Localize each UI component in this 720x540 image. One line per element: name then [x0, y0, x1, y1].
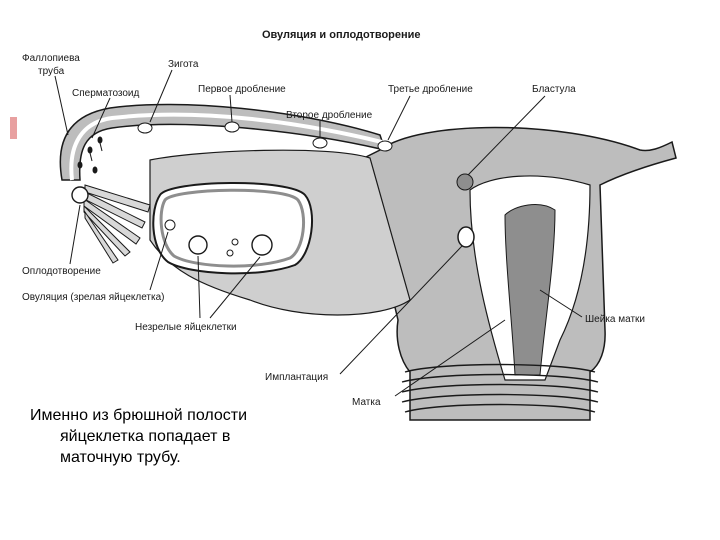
label-fallopian-tube-2: труба	[38, 65, 65, 77]
label-fallopian-tube-1: Фаллопиева	[22, 53, 80, 64]
caption-line-3: маточную трубу.	[30, 447, 300, 468]
label-first-cleavage: Первое дробление	[198, 83, 286, 95]
caption-line-1: Именно из брюшной полости	[30, 405, 300, 426]
label-fertilization: Оплодотворение	[22, 266, 101, 277]
label-cervix: Шейка матки	[585, 314, 645, 325]
third-cleavage-cell	[378, 141, 392, 151]
label-zygote: Зигота	[168, 59, 199, 70]
second-cleavage-cell	[313, 138, 327, 148]
follicle-2	[252, 235, 272, 255]
label-blastula: Бластула	[532, 84, 576, 95]
label-second-cleavage: Второе дробление	[286, 109, 373, 121]
label-immature-eggs: Незрелые яйцеклетки	[135, 322, 237, 333]
first-cleavage-cell	[225, 122, 239, 132]
label-sperm: Сперматозоид	[72, 88, 140, 99]
follicle-1	[189, 236, 207, 254]
implanted-embryo	[458, 227, 474, 247]
label-ovulation: Овуляция (зрелая яйцеклетка)	[22, 292, 165, 303]
follicle-4	[227, 250, 233, 256]
label-third-cleavage: Третье дробление	[388, 83, 473, 95]
zygote	[138, 123, 152, 133]
follicle-3	[232, 239, 238, 245]
fertilized-egg	[72, 187, 88, 203]
blastula-cell	[457, 174, 473, 190]
caption: Именно из брюшной полости яйцеклетка поп…	[30, 405, 300, 468]
diagram-title: Овуляция и оплодотворение	[262, 29, 421, 41]
fimbriae	[84, 185, 150, 263]
label-uterus: Матка	[352, 397, 381, 408]
released-egg	[165, 220, 175, 230]
caption-line-2: яйцеклетка попадает в	[30, 426, 300, 447]
label-implantation: Имплантация	[265, 372, 328, 383]
